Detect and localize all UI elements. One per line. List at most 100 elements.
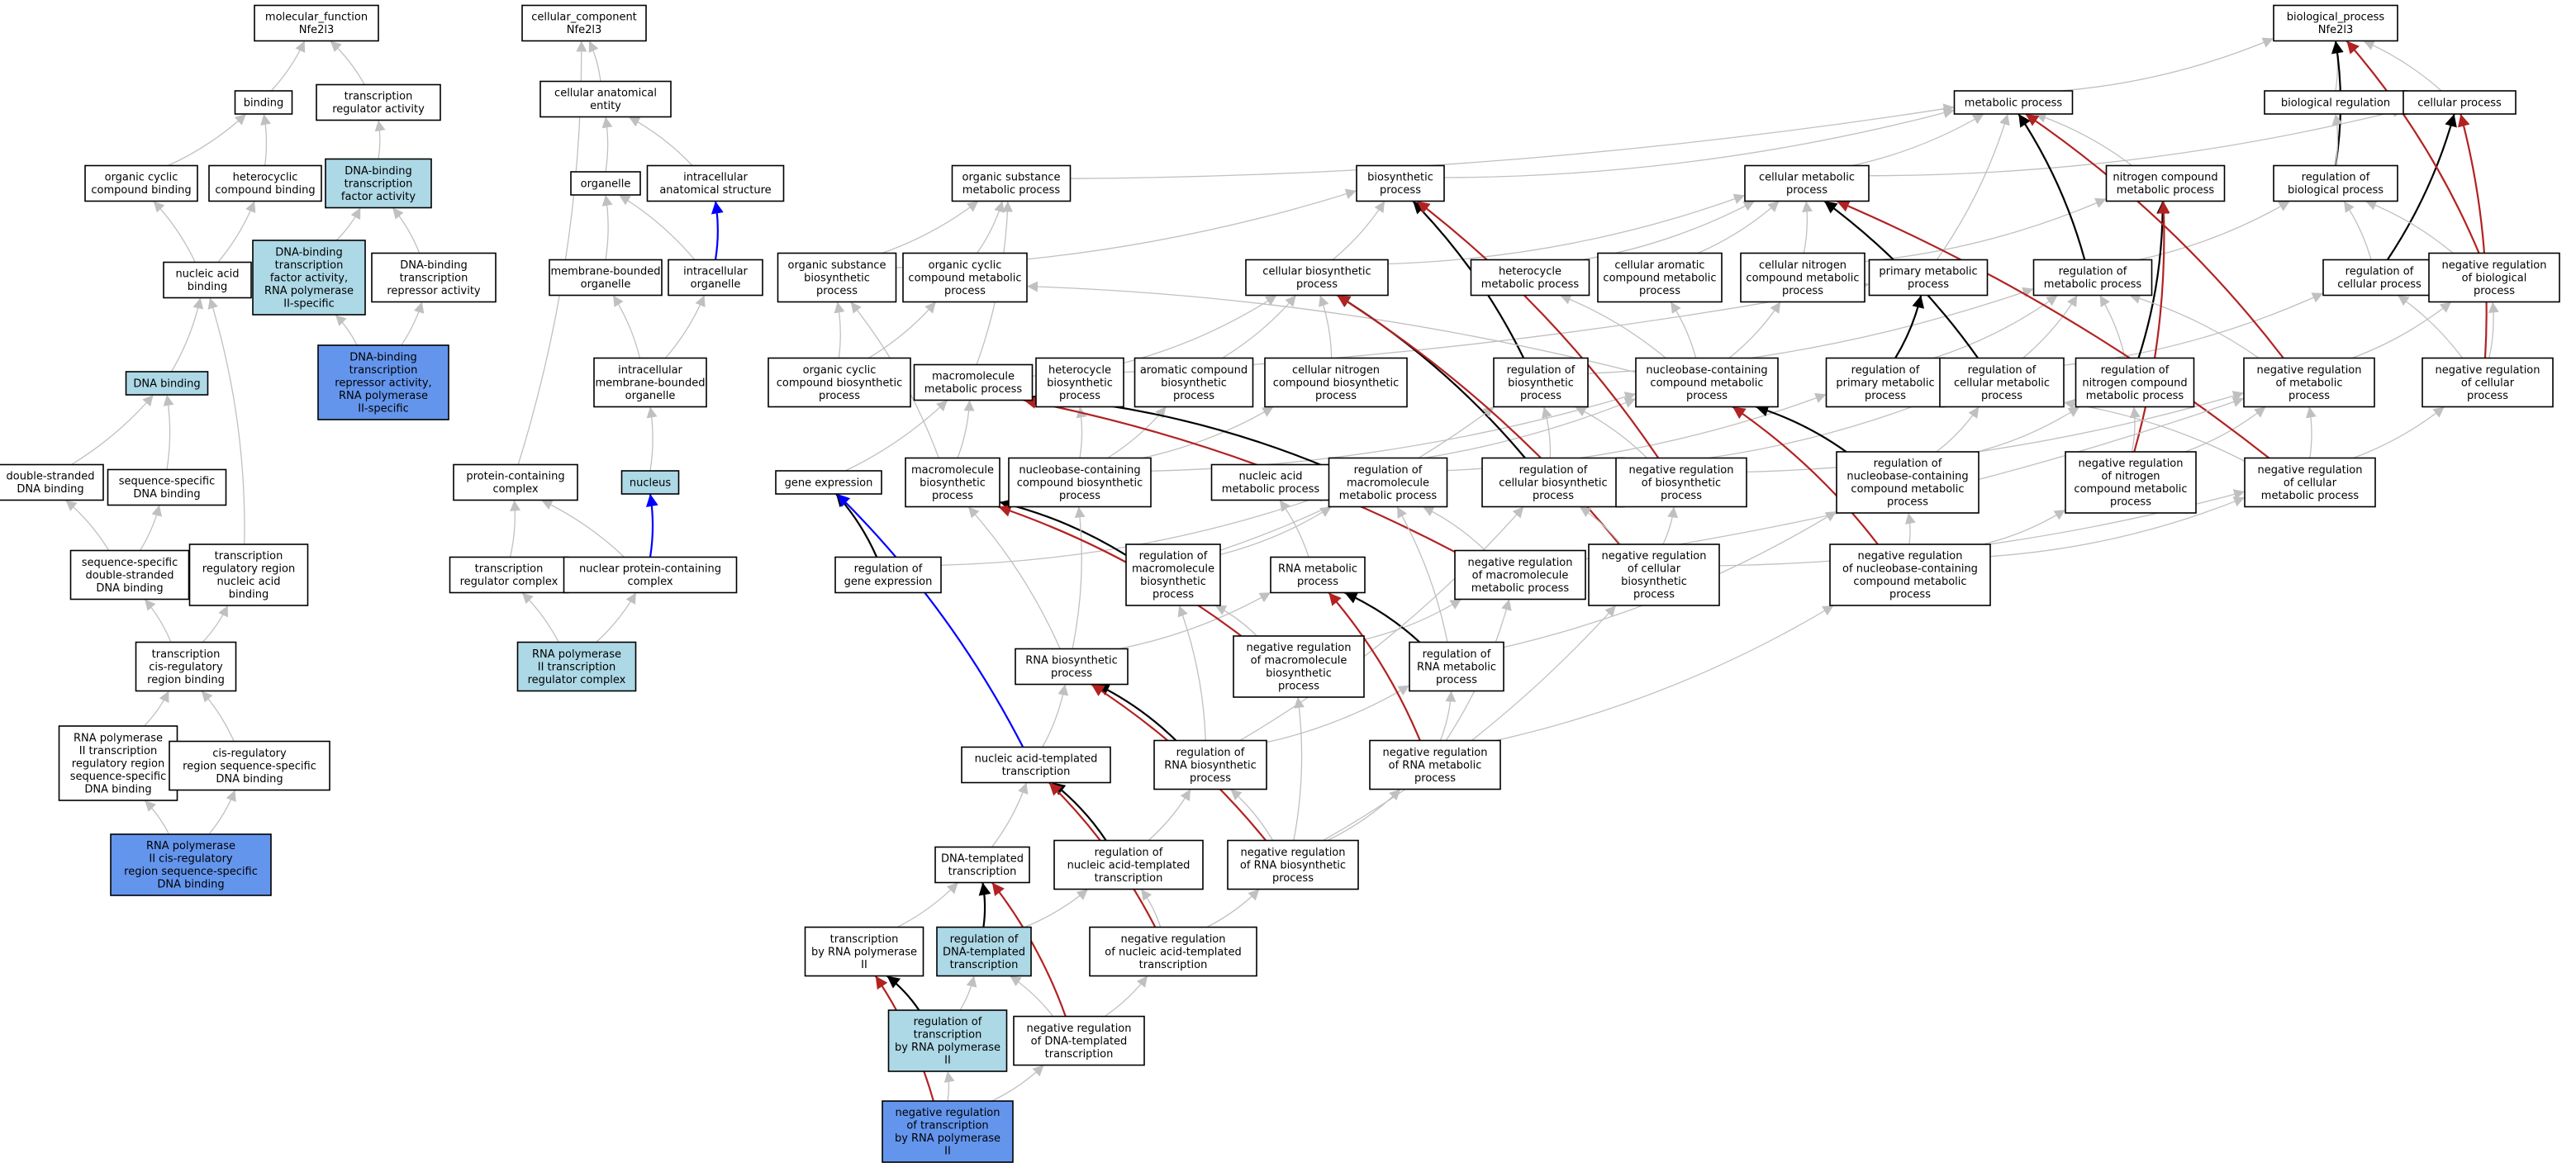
node-label-line: organelle [625,390,676,402]
node-box [768,357,911,408]
go-term-node-rmbp[interactable]: regulation ofmacromoleculebiosyntheticpr… [1125,544,1221,606]
go-term-node-nucleus[interactable]: nucleus [620,470,680,495]
go-term-node-ge[interactable]: gene expression [775,470,882,495]
node-box [1270,556,1366,594]
edge-is-a-rcmp-to-rcp [2063,292,2324,366]
go-term-node-organelle[interactable]: organelle [570,171,641,196]
node-label-line: metabolic process [1471,582,1570,595]
go-term-node-rnccmp[interactable]: regulation ofnucleobase-containingcompou… [1836,451,1980,514]
edge-is-a-nrncmp-to-nrmp [2184,406,2266,453]
go-term-node-breg[interactable]: biological regulation [2264,90,2407,115]
edge-is-a-rcbp-to-rbiop [1542,406,1552,458]
go-term-node-metp[interactable]: metabolic process [1953,90,2074,115]
go-term-node-cellp[interactable]: cellular process [2403,90,2517,115]
go-term-node-binding[interactable]: binding [234,90,293,115]
go-term-node-dnab[interactable]: DNA binding [125,371,209,396]
